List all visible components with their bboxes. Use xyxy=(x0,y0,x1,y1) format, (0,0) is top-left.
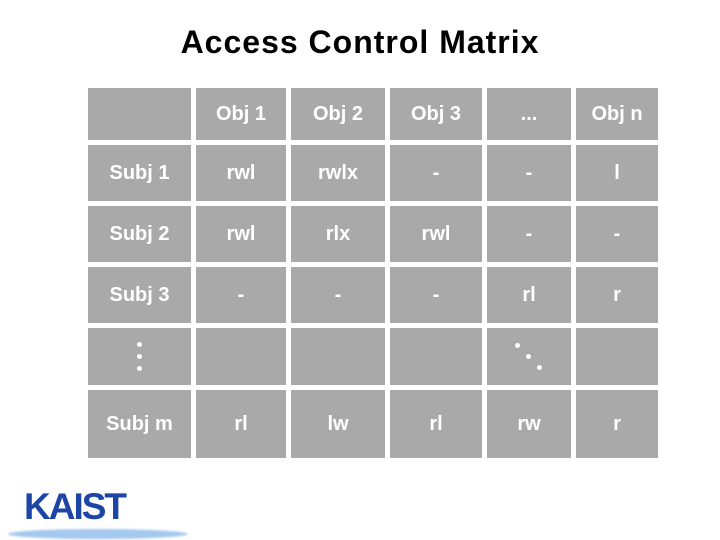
matrix-cell: r xyxy=(576,267,658,323)
ellipsis-dot xyxy=(526,353,531,359)
matrix-cell xyxy=(196,328,286,385)
kaist-logo-ellipse-shadow xyxy=(8,529,188,539)
matrix-cell xyxy=(291,328,385,385)
matrix-cell: l xyxy=(576,145,658,201)
ellipsis-dot xyxy=(137,354,142,359)
row-header-cell: Subj 1 xyxy=(88,145,191,201)
matrix-cell: - xyxy=(196,267,286,323)
matrix-cell: - xyxy=(487,206,571,262)
matrix-cell: r xyxy=(576,390,658,458)
ellipsis-dot xyxy=(515,342,520,348)
matrix-cell: lw xyxy=(291,390,385,458)
ellipsis-dot xyxy=(137,342,142,347)
vertical-ellipsis-icon xyxy=(88,328,191,385)
matrix-cell: rl xyxy=(196,390,286,458)
matrix-cell: - xyxy=(390,145,482,201)
column-header-cell: Obj 1 xyxy=(196,88,286,140)
row-header-cell: Subj 2 xyxy=(88,206,191,262)
matrix-cell: - xyxy=(291,267,385,323)
matrix-cell: rwl xyxy=(196,145,286,201)
ellipsis-dot xyxy=(537,364,542,370)
slide-title: Access Control Matrix xyxy=(180,24,540,60)
ellipsis-dot xyxy=(137,366,142,371)
matrix-cell: rw xyxy=(487,390,571,458)
row-header-cell: Subj 3 xyxy=(88,267,191,323)
matrix-cell: rlx xyxy=(291,206,385,262)
matrix-cell: rl xyxy=(487,267,571,323)
matrix-cell: - xyxy=(487,145,571,201)
row-header-cell: Subj m xyxy=(88,390,191,458)
matrix-cell: - xyxy=(390,267,482,323)
matrix-cell: rl xyxy=(390,390,482,458)
matrix-cell xyxy=(390,328,482,385)
matrix-cell: rwl xyxy=(390,206,482,262)
matrix-cell: - xyxy=(576,206,658,262)
column-header-cell: Obj 3 xyxy=(390,88,482,140)
column-header-cell: ... xyxy=(487,88,571,140)
corner-cell xyxy=(88,88,191,140)
diagonal-ellipsis-icon xyxy=(487,328,571,385)
kaist-logo: KAIST xyxy=(24,486,127,527)
column-header-cell: Obj 2 xyxy=(291,88,385,140)
column-header-cell: Obj n xyxy=(576,88,658,140)
matrix-cell xyxy=(576,328,658,385)
matrix-cell: rwl xyxy=(196,206,286,262)
matrix-cell: rwlx xyxy=(291,145,385,201)
